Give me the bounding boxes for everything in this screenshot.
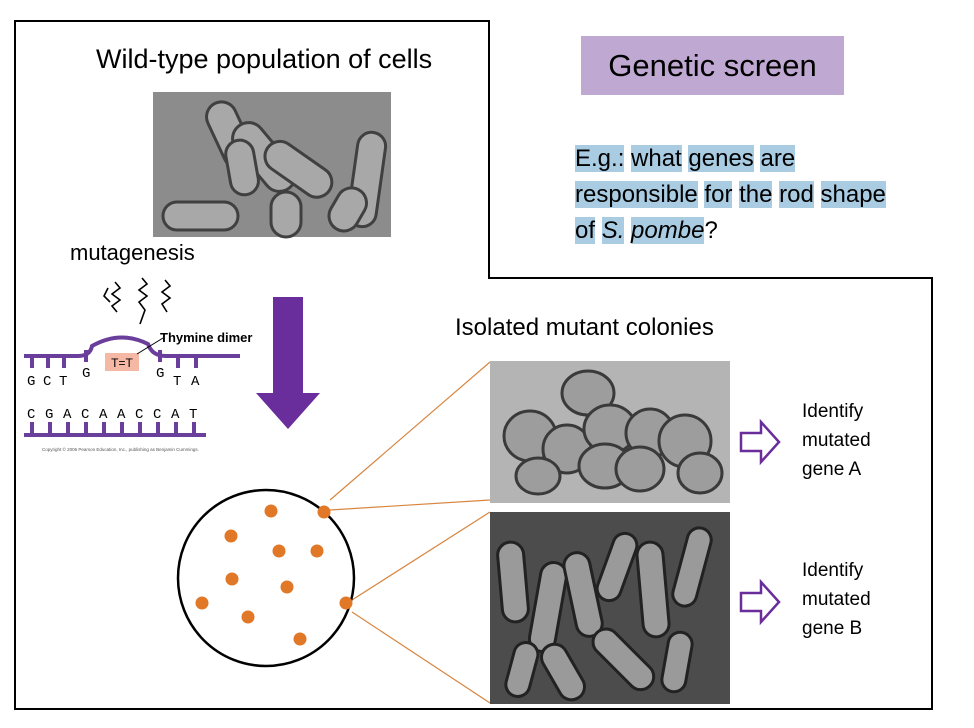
- question-word: rod: [779, 181, 814, 208]
- bottom-base: A: [117, 407, 126, 423]
- question-word: pombe: [631, 217, 705, 244]
- dimer-text: T=T: [111, 356, 133, 370]
- gene-b-line: Identify: [802, 560, 864, 581]
- bottom-base: C: [27, 407, 35, 423]
- mutant-b-cells-image: [490, 512, 730, 704]
- mutant-a-cells-image: [490, 361, 730, 503]
- dimer-pointer: [136, 337, 164, 355]
- frame-top-border: [14, 20, 490, 22]
- connector-lines: [329, 361, 491, 704]
- arrow-right-icon: [739, 418, 781, 466]
- question-word: S.: [601, 217, 625, 244]
- top-base: T: [59, 374, 67, 390]
- question-word: responsible: [575, 181, 698, 208]
- mutagenesis-label: mutagenesis: [70, 240, 195, 265]
- gene-a-line: mutated: [802, 430, 871, 451]
- bottom-base: G: [45, 407, 53, 423]
- top-base: C: [43, 374, 51, 390]
- question-word: shape: [820, 181, 886, 208]
- mutant-a-drawing: [490, 361, 730, 503]
- identify-gene-a: Identify mutated gene A: [802, 397, 871, 484]
- mutant-b-drawing: [490, 512, 730, 704]
- frame-step-border: [488, 277, 933, 279]
- gene-a-line: gene A: [802, 459, 862, 480]
- frame-left-border: [14, 20, 16, 710]
- bottom-base: C: [153, 407, 161, 423]
- wildtype-cells-drawing: [153, 92, 391, 239]
- bottom-base: C: [135, 407, 143, 423]
- genetic-screen-title: Genetic screen: [581, 36, 844, 95]
- top-strand: G C T G G T A: [27, 366, 200, 390]
- thymine-dimer-label: Thymine dimer: [160, 330, 252, 345]
- question-word: of: [575, 217, 596, 244]
- top-base: A: [191, 374, 200, 390]
- wildtype-title: Wild-type population of cells: [96, 44, 433, 74]
- top-base: G: [82, 366, 90, 382]
- question-word: E.g.:: [575, 145, 625, 172]
- question-word: genes: [688, 145, 754, 172]
- bottom-base: A: [171, 407, 180, 423]
- down-arrow-icon: [256, 297, 320, 429]
- top-base: T: [173, 374, 181, 390]
- colonies: [195, 504, 353, 646]
- arrow-right-icon: [739, 578, 781, 626]
- question-word: what: [631, 145, 682, 172]
- frame-right-border: [931, 277, 933, 710]
- frame-bottom-border: [14, 708, 933, 710]
- genetic-screen-label: Genetic screen: [608, 47, 817, 83]
- bottom-base: A: [63, 407, 72, 423]
- wildtype-cells-image: [153, 92, 391, 239]
- bottom-base: A: [99, 407, 108, 423]
- thymine-dimer-figure: T=T Thymine dimer G C T G G T A C G A C …: [24, 277, 252, 452]
- bottom-base: C: [81, 407, 89, 423]
- gene-b-line: gene B: [802, 618, 863, 639]
- question-word: for: [704, 181, 733, 208]
- question-word: the: [739, 181, 773, 208]
- dimer-box: [105, 353, 139, 371]
- bottom-base: T: [189, 407, 197, 423]
- frame-inner-vertical: [488, 20, 490, 279]
- top-base: G: [27, 374, 35, 390]
- gene-b-line: mutated: [802, 589, 871, 610]
- example-question: E.g.: what genes are responsible for the…: [575, 141, 895, 249]
- question-word: ?: [704, 217, 718, 244]
- identify-gene-b: Identify mutated gene B: [802, 556, 871, 643]
- gene-a-line: Identify: [802, 401, 864, 422]
- petri-dish: [176, 488, 356, 668]
- top-base: G: [156, 366, 164, 382]
- question-word: are: [760, 145, 796, 172]
- isolated-colonies-title: Isolated mutant colonies: [455, 314, 714, 341]
- uv-rays: [103, 277, 172, 325]
- bottom-strand: C G A C A A C C A T: [27, 407, 197, 423]
- copyright-text: Copyright © 2006 Pearson Education, Inc.…: [42, 446, 199, 452]
